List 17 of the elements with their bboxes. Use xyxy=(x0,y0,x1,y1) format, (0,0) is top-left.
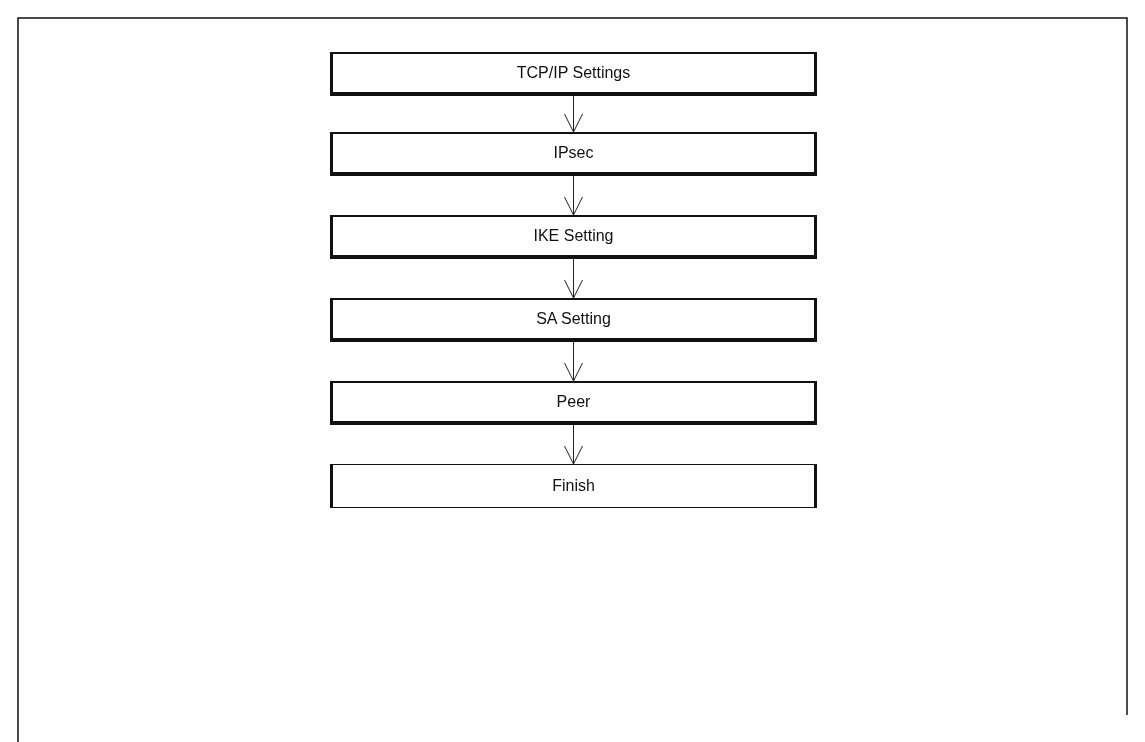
arrow xyxy=(564,95,583,133)
box-label: IKE Setting xyxy=(533,227,614,245)
process-box xyxy=(330,298,817,342)
arrow xyxy=(564,175,583,216)
box-label: SA Setting xyxy=(536,310,611,328)
arrow xyxy=(564,424,583,465)
arrow xyxy=(564,258,583,299)
process-box xyxy=(330,52,817,96)
arrow xyxy=(564,341,583,382)
process-box xyxy=(330,464,817,508)
process-box xyxy=(330,132,817,176)
box-label: IPsec xyxy=(553,144,594,162)
box-label: Peer xyxy=(556,393,591,411)
box-label: Finish xyxy=(552,477,595,495)
process-box xyxy=(330,215,817,259)
process-box xyxy=(330,381,817,425)
box-label: TCP/IP Settings xyxy=(516,64,631,82)
